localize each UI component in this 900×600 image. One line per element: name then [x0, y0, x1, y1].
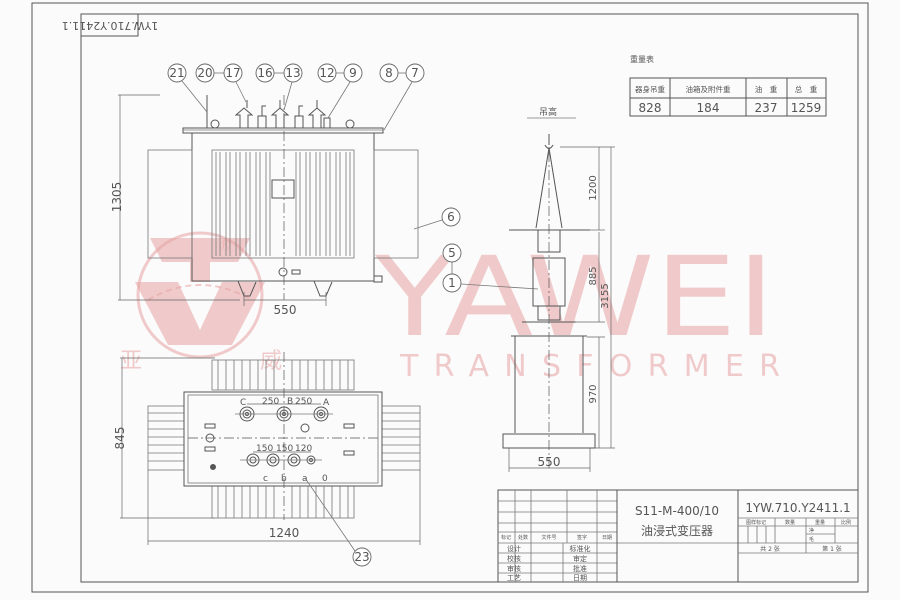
logo-shape-top: [150, 238, 250, 282]
top-view: 845 C 250 B 250 A: [113, 352, 421, 567]
svg-text:签字: 签字: [577, 534, 587, 541]
svg-text:批准: 批准: [573, 564, 587, 573]
svg-text:重量表: 重量表: [630, 54, 654, 64]
svg-text:970: 970: [588, 384, 599, 403]
svg-text:16: 16: [257, 66, 272, 80]
svg-text:1200: 1200: [588, 175, 599, 200]
svg-text:250: 250: [295, 397, 312, 407]
svg-text:数量: 数量: [785, 519, 795, 526]
svg-text:C: C: [240, 398, 246, 408]
svg-text:毛: 毛: [809, 536, 814, 543]
svg-text:845: 845: [113, 427, 127, 450]
svg-text:日期: 日期: [573, 574, 587, 582]
svg-text:图样标记: 图样标记: [746, 519, 766, 526]
svg-text:®: ®: [218, 238, 232, 254]
cover-fixtures: [204, 423, 355, 470]
front-view: 1305: [110, 63, 539, 317]
svg-text:重量: 重量: [815, 519, 825, 526]
svg-text:12: 12: [319, 66, 334, 80]
weight-table: 重量表 器身吊重 油箱及附件重 油 重 总 重 828 184 237 1259: [629, 54, 827, 117]
svg-text:17: 17: [225, 66, 240, 80]
svg-text:120: 120: [295, 444, 312, 454]
svg-text:150: 150: [256, 444, 273, 454]
svg-text:1YW.710.Y2411.1: 1YW.710.Y2411.1: [62, 19, 159, 32]
svg-text:审定: 审定: [573, 554, 587, 563]
lift-height-view: 吊高 1200 885 97: [502, 106, 615, 472]
svg-text:21: 21: [169, 66, 184, 80]
svg-text:3155: 3155: [600, 283, 611, 308]
svg-text:184: 184: [697, 101, 720, 115]
svg-text:a: a: [302, 474, 308, 484]
svg-text:5: 5: [448, 246, 456, 260]
watermark: ® 亚 威 YAWEI TRANSFORMER: [120, 231, 780, 384]
svg-text:标准化: 标准化: [570, 544, 591, 553]
inner-frame: [80, 13, 859, 583]
svg-text:YAWEI: YAWEI: [374, 233, 775, 361]
svg-text:威: 威: [260, 349, 282, 374]
svg-text:1: 1: [448, 276, 456, 290]
front-radiator-fins: [211, 149, 355, 259]
lv-terminals: [240, 451, 322, 467]
svg-text:1305: 1305: [110, 182, 124, 213]
svg-text:20: 20: [197, 66, 212, 80]
svg-text:日期: 日期: [602, 535, 612, 541]
svg-text:8: 8: [385, 66, 393, 80]
svg-text:处数: 处数: [518, 534, 528, 541]
rotated-drawing-number: 1YW.710.Y2411.1: [62, 13, 159, 37]
svg-text:总 重: 总 重: [795, 84, 818, 94]
svg-text:B: B: [287, 397, 293, 407]
svg-text:标记: 标记: [501, 534, 511, 541]
svg-text:550: 550: [538, 455, 561, 469]
svg-text:第 1 张: 第 1 张: [822, 545, 842, 553]
svg-text:23: 23: [354, 550, 369, 564]
outer-frame: [31, 2, 869, 593]
svg-text:校核: 校核: [507, 554, 521, 563]
svg-text:1240: 1240: [269, 526, 300, 540]
title-block: 标记 处数 文件号 签字 日期 设计 校核 审核 工艺 标准化 审定 批准 日期…: [497, 489, 859, 583]
svg-text:比例: 比例: [841, 519, 851, 526]
svg-text:审核: 审核: [507, 564, 521, 573]
model-number: S11-M-400/10: [635, 504, 719, 518]
nameplate: [271, 179, 295, 199]
top-view-fins-vertical: [211, 359, 355, 519]
svg-text:550: 550: [274, 303, 297, 317]
balloon-group-top: 21 20 17 16 13 12 9 8 7: [167, 63, 425, 131]
svg-text:7: 7: [411, 66, 419, 80]
logo-shape-bottom: [135, 282, 265, 345]
svg-text:器身吊重: 器身吊重: [635, 84, 665, 94]
svg-text:6: 6: [447, 210, 455, 224]
svg-text:828: 828: [639, 101, 662, 115]
svg-text:885: 885: [588, 266, 599, 285]
svg-text:油 重: 油 重: [755, 84, 778, 94]
svg-text:吊高: 吊高: [539, 106, 557, 118]
svg-text:亚: 亚: [120, 349, 142, 374]
product-name: 油浸式变压器: [641, 523, 713, 538]
svg-text:c: c: [263, 474, 268, 484]
svg-text:13: 13: [285, 66, 300, 80]
svg-text:油箱及附件重: 油箱及附件重: [686, 84, 731, 94]
svg-text:1259: 1259: [791, 101, 822, 115]
svg-text:A: A: [323, 398, 330, 408]
svg-text:工艺: 工艺: [507, 574, 521, 582]
svg-text:净: 净: [809, 527, 814, 534]
drawing-number: 1YW.710.Y2411.1: [745, 501, 850, 515]
hv-terminals: [235, 403, 333, 422]
svg-text:文件号: 文件号: [541, 534, 556, 541]
svg-text:共 2 张: 共 2 张: [760, 545, 780, 553]
svg-text:b: b: [281, 474, 287, 484]
svg-text:设计: 设计: [507, 544, 521, 553]
svg-text:250: 250: [262, 397, 279, 407]
svg-text:0: 0: [322, 474, 328, 484]
hv-bushings: [210, 100, 355, 129]
svg-text:9: 9: [349, 66, 357, 80]
svg-text:237: 237: [755, 101, 778, 115]
svg-text:150: 150: [276, 444, 293, 454]
